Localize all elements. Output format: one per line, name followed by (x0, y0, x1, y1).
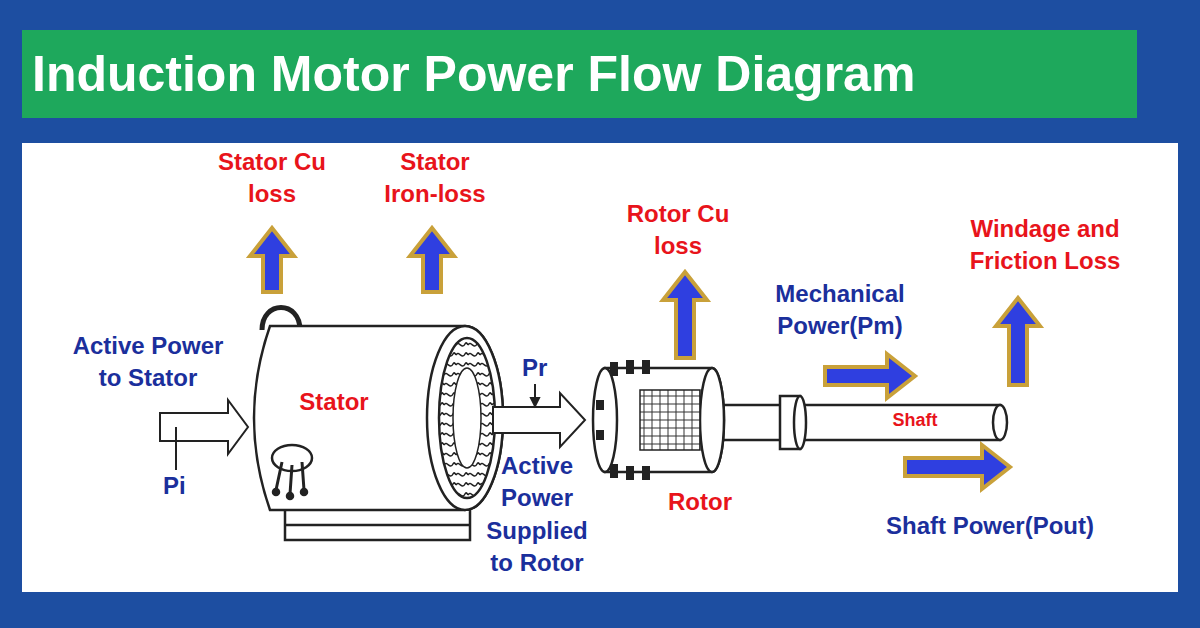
loss-label: Stator Cu loss (217, 146, 327, 211)
power-label: Active Power Supplied to Rotor (475, 450, 599, 580)
power-label: Shaft Power(Pout) (886, 510, 1094, 542)
power-label: Active Power to Stator (59, 330, 237, 395)
part-name: Rotor (650, 486, 750, 518)
symbol-label: Pi (163, 470, 186, 502)
rotor-body (593, 360, 1007, 480)
white-panel (22, 143, 1178, 592)
loss-label: Windage and Friction Loss (955, 213, 1135, 278)
part-name: Stator (284, 386, 384, 418)
title-text: Induction Motor Power Flow Diagram (32, 44, 915, 104)
title-banner: Induction Motor Power Flow Diagram (22, 30, 1137, 118)
rotor-input-arrow (493, 384, 585, 447)
loss-label: Rotor Cu loss (623, 198, 733, 263)
loss-label: Stator Iron-loss (371, 146, 499, 211)
power-label: Mechanical Power(Pm) (755, 278, 925, 343)
stator-housing (254, 308, 503, 541)
input-arrow (160, 400, 248, 470)
symbol-label: Pr (522, 352, 547, 384)
part-name: Shaft (875, 410, 955, 432)
